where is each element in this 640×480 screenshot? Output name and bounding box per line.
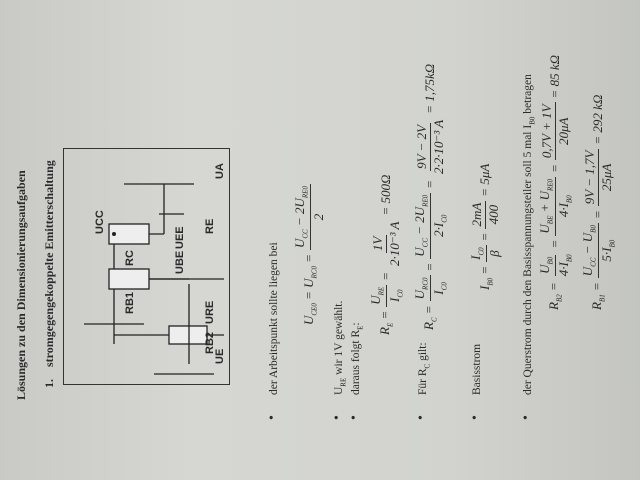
numerator: 9V − 2V <box>413 122 431 171</box>
formula-term: UCE0 = URC0 = <box>300 254 319 325</box>
numerator: 0,7V + 1V <box>538 102 556 161</box>
item-text: URE wir 1V gewählt. <box>333 300 348 395</box>
formula-term: = 5μA <box>477 163 493 197</box>
numerator: UBE + URE0 <box>537 176 556 236</box>
circuit-schematic <box>84 183 224 375</box>
bullet: • <box>414 415 429 420</box>
item-text: Für RC gilt: <box>417 342 432 395</box>
circuit-diagram: UCC RC RB1 RB2 RE UBE URE UEE UE UA <box>63 148 230 385</box>
formula-term: = 85 kΩ <box>547 54 563 99</box>
label-uee: UEE <box>174 226 186 249</box>
denominator: 400 <box>485 204 501 225</box>
formula-term: RB1 = <box>589 282 607 310</box>
heading: Lösungen zu den Dimensionierungsaufgaben <box>14 170 28 400</box>
numerator: URE <box>368 284 387 307</box>
label-re: RE <box>204 218 216 234</box>
denominator: 4·IB0 <box>555 195 574 218</box>
formula-term: = 1,75kΩ <box>422 63 438 114</box>
formula-term: = <box>477 232 493 242</box>
section-title: stromgegengekoppelte Emitterschaltung <box>42 160 56 367</box>
formula-term: = <box>422 179 438 189</box>
label-ue: UE <box>214 348 226 364</box>
numerator: UB0 <box>537 254 556 276</box>
item-text: der Querstrom durch den Basisspannungste… <box>522 74 537 395</box>
formula-term: = <box>547 239 563 249</box>
denominator: 20μA <box>555 117 571 146</box>
numerator: UCC − 2URE0 <box>292 184 311 250</box>
label-ube: UBE <box>174 250 186 274</box>
formula-term: RC = <box>421 305 439 330</box>
bullet: • <box>519 415 534 420</box>
label-ure: URE <box>204 300 216 324</box>
numerator: 2mA <box>468 200 486 229</box>
item-text: daraus folgt RE: <box>350 322 365 395</box>
numerator: UCC − UB0 <box>580 223 599 279</box>
item-text: der Arbeitspunkt sollte liegen bei <box>268 242 280 395</box>
denominator: β <box>486 250 502 257</box>
label-rb1: RB1 <box>124 291 136 314</box>
numerator: UCC − 2URE0 <box>412 192 431 259</box>
denominator: 4·IB0 <box>555 254 574 277</box>
bullet: • <box>330 415 345 420</box>
section-heading: 1. stromgegengekoppelte Emitterschaltung <box>42 160 57 388</box>
label-ucc: UCC <box>94 210 106 234</box>
denominator: 2 <box>310 213 326 221</box>
label-ua: UA <box>214 163 226 179</box>
formula-term: RE = <box>377 310 395 335</box>
denominator: 5·IB0 <box>598 239 617 262</box>
denominator: 2·10⁻³ A <box>386 221 402 266</box>
numerator: IC0 <box>468 245 487 262</box>
formula-term: = <box>590 210 606 220</box>
label-rc: RC <box>124 250 136 266</box>
numerator: 9V − 1,7V <box>581 148 599 207</box>
formula-term: = 500Ω <box>378 174 394 216</box>
formula-term: = <box>547 164 563 173</box>
denominator: 2·2·10⁻³ A <box>430 119 446 174</box>
formula-term: = <box>378 272 394 281</box>
numerator: 1V <box>369 234 387 253</box>
denominator: IC0 <box>430 282 449 295</box>
bullet: • <box>347 415 362 420</box>
denominator: IC0 <box>386 289 405 303</box>
formula-term: = 292 kΩ <box>590 94 606 145</box>
item-text: Basisstrom <box>471 343 483 395</box>
formula-term: RB2 = <box>546 282 564 310</box>
bullet: • <box>265 415 280 420</box>
section-number: 1. <box>42 379 56 388</box>
bullet: • <box>468 415 483 420</box>
numerator: URC0 <box>412 275 431 302</box>
denominator: 25μA <box>598 163 614 192</box>
formula-term: IB0 = <box>476 265 495 290</box>
denominator: 2·IC0 <box>430 214 449 237</box>
formula-term: = <box>422 262 438 272</box>
